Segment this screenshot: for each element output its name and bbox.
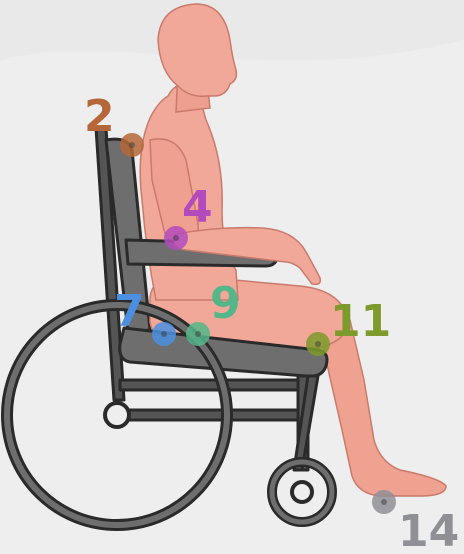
- marker-2-label: 2: [84, 91, 115, 142]
- marker-14-center: [381, 499, 387, 505]
- marker-11-center: [315, 341, 321, 347]
- marker-4-center: [173, 235, 179, 241]
- marker-4-label: 4: [182, 182, 213, 233]
- marker-9-center: [195, 331, 201, 337]
- marker-14-label: 14: [398, 506, 459, 554]
- marker-2-center: [129, 142, 135, 148]
- marker-9-label: 9: [210, 278, 241, 329]
- marker-7-label: 7: [114, 286, 145, 337]
- marker-11-label: 11: [330, 296, 391, 347]
- marker-7-center: [161, 331, 167, 337]
